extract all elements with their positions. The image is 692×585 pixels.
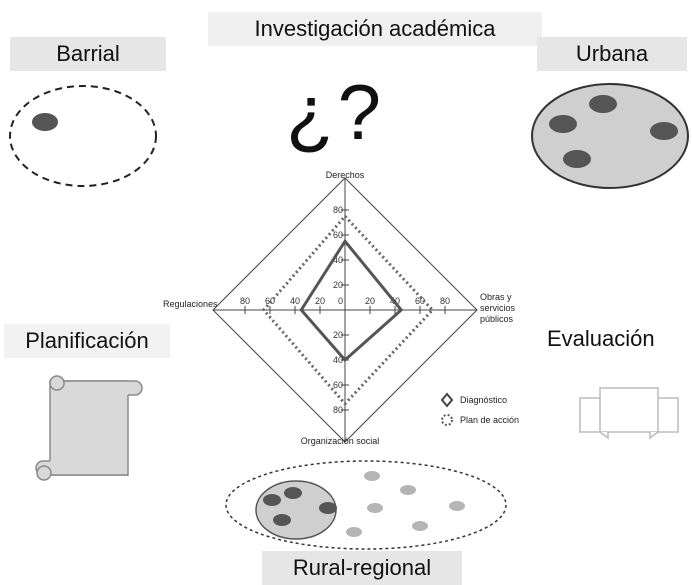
- radar-series-diagnostico: [299, 238, 404, 363]
- axis-label-bottom: Organización social: [301, 436, 380, 446]
- axis-label-top: Derechos: [326, 170, 365, 180]
- banner-icon: [579, 387, 679, 440]
- radar-tick-label: 40: [290, 296, 300, 306]
- radar-tick-label: 20: [315, 296, 325, 306]
- urbana-dot: [563, 150, 591, 168]
- scroll-icon: [35, 375, 143, 481]
- urbana-label: Urbana: [537, 37, 687, 71]
- title-label: Investigación académica: [208, 12, 542, 46]
- planificacion-label: Planificación: [4, 324, 170, 358]
- axis-label-left: Regulaciones: [163, 299, 218, 309]
- rural-dot: [412, 521, 428, 531]
- radar-tick-label: 40: [333, 355, 343, 365]
- urbana-dot: [589, 95, 617, 113]
- radar-series-plan: [261, 214, 435, 406]
- urbana-dot: [650, 122, 678, 140]
- radar-tick-label: 0: [338, 296, 343, 306]
- question-mark: ¿?: [286, 68, 386, 156]
- rural-inner-dot: [319, 502, 337, 514]
- radar-tick-label: 20: [333, 330, 343, 340]
- radar-tick-label: 60: [333, 230, 343, 240]
- legend-diamond-icon: [440, 392, 454, 408]
- rural-dot: [449, 501, 465, 511]
- legend-plan-label: Plan de acción: [460, 415, 519, 425]
- rural-inner-dot: [263, 494, 281, 506]
- rural-dot: [367, 503, 383, 513]
- axis-label-right: públicos: [480, 314, 514, 324]
- radar-tick-label: 60: [333, 380, 343, 390]
- barrial-dot: [32, 113, 58, 131]
- radar-tick-label: 80: [333, 405, 343, 415]
- legend: Diagnóstico Plan de acción: [440, 392, 519, 426]
- rural-inner-dot: [273, 514, 291, 526]
- rural-dot: [346, 527, 362, 537]
- radar-tick-label: 80: [333, 205, 343, 215]
- radar-tick-label: 60: [415, 296, 425, 306]
- rural-ellipse: [225, 460, 507, 550]
- rural-regional-label: Rural-regional: [262, 551, 462, 585]
- urbana-dot: [549, 115, 577, 133]
- radar-tick-label: 20: [365, 296, 375, 306]
- evaluacion-label: Evaluación: [547, 326, 655, 351]
- rural-dot: [364, 471, 380, 481]
- legend-dotted-icon: [441, 414, 453, 426]
- rural-inner-dot: [284, 487, 302, 499]
- legend-diagnostico-label: Diagnóstico: [460, 395, 507, 405]
- radar-tick-label: 80: [440, 296, 450, 306]
- axis-label-right: Obras y: [480, 292, 512, 302]
- radar-tick-label: 80: [240, 296, 250, 306]
- barrial-label: Barrial: [10, 37, 166, 71]
- axis-label-right: servicios: [480, 303, 516, 313]
- barrial-ellipse: [9, 85, 157, 187]
- radar-tick-label: 20: [333, 280, 343, 290]
- rural-dot: [400, 485, 416, 495]
- radar-tick-label: 40: [333, 255, 343, 265]
